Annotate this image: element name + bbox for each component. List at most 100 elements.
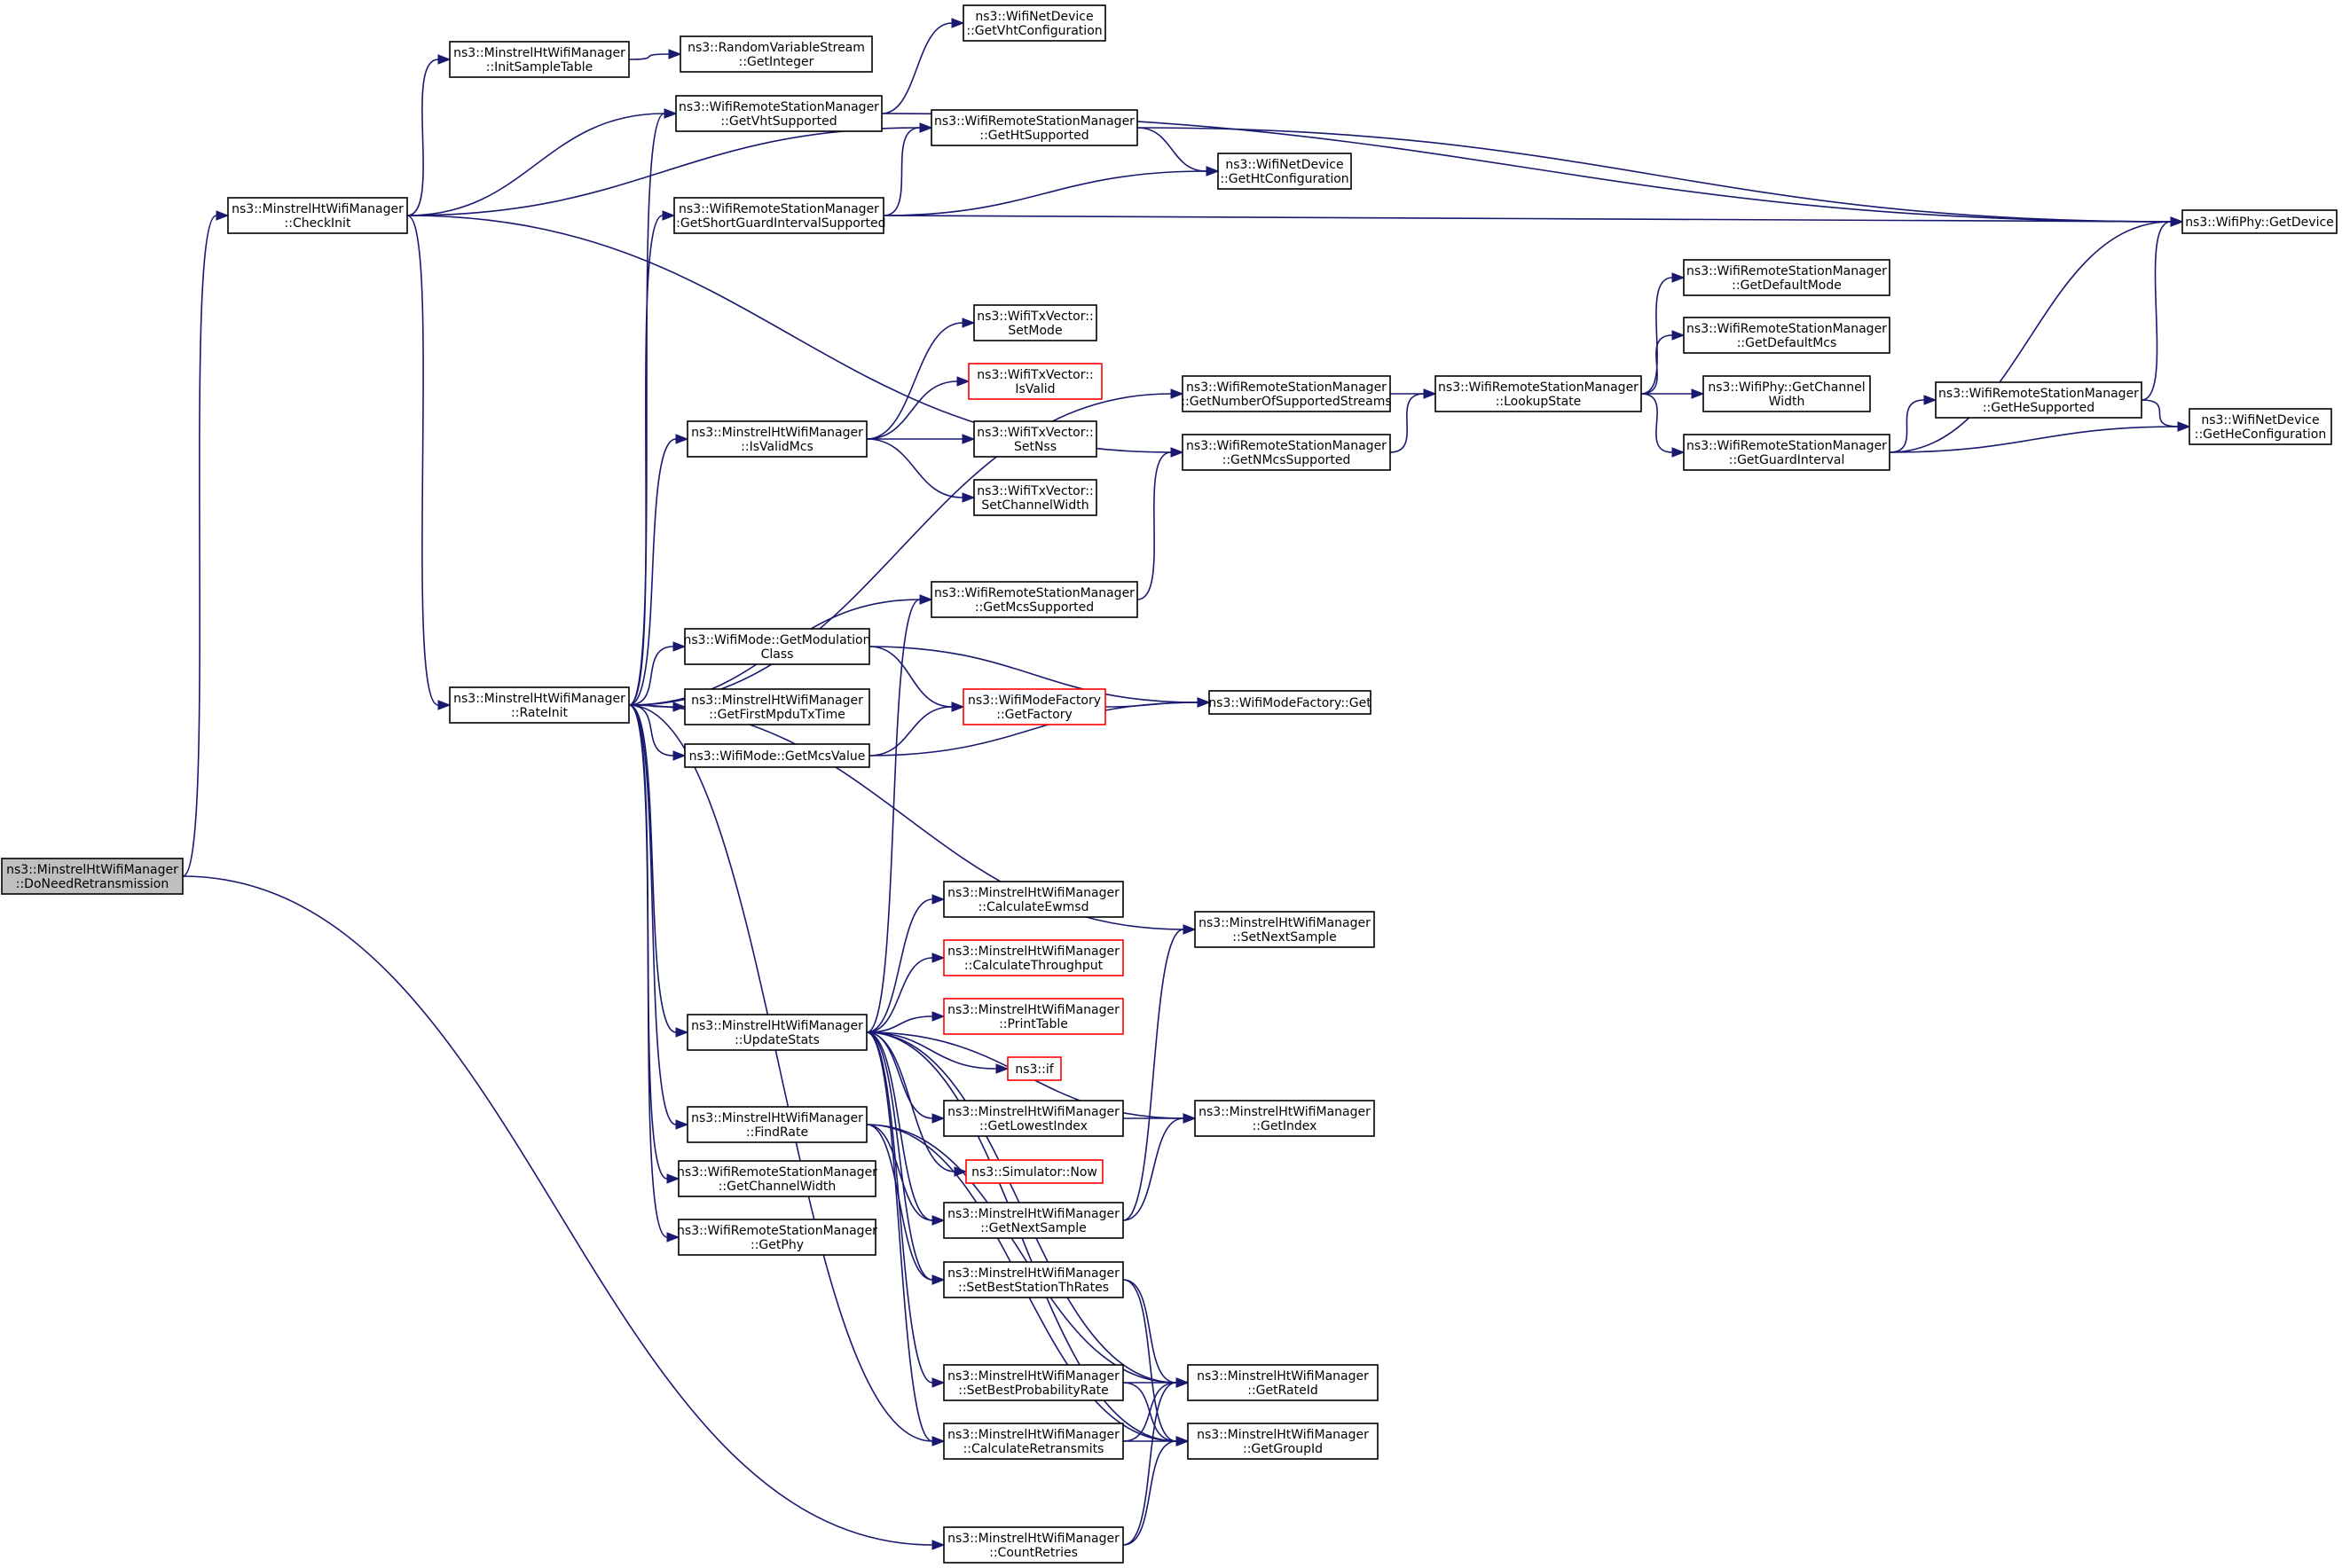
node-get-mcs-supported[interactable]: ns3::WifiRemoteStationManager::GetMcsSup… — [931, 581, 1138, 618]
edge-arrowhead — [437, 54, 452, 65]
node-factory-get[interactable]: ns3::WifiModeFactory::Get — [1208, 690, 1371, 715]
node-is-valid[interactable]: ns3::WifiTxVector::IsValid — [968, 363, 1103, 400]
node-get-channel-width[interactable]: ns3::WifiRemoteStationManager::GetChanne… — [677, 1160, 877, 1197]
node-set-best-probability-rate[interactable]: ns3::MinstrelHtWifiManager::SetBestProba… — [943, 1364, 1124, 1401]
node-get-vht-supported[interactable]: ns3::WifiRemoteStationManager::GetVhtSup… — [675, 95, 883, 132]
node-set-channel-width[interactable]: ns3::WifiTxVector::SetChannelWidth — [973, 479, 1097, 516]
node-get-ht-supported[interactable]: ns3::WifiRemoteStationManager::GetHtSupp… — [931, 109, 1138, 146]
node-get-lowest-index[interactable]: ns3::MinstrelHtWifiManager::GetLowestInd… — [943, 1100, 1124, 1137]
node-label-line: ns3::WifiTxVector:: — [977, 368, 1093, 382]
edge-line — [883, 127, 921, 216]
edge-arrowhead — [1423, 388, 1437, 399]
edge-count-retries-to-get-group-id — [1122, 1436, 1190, 1546]
edge-get-short-guard-interval-supported-to-get-ht-supported — [883, 122, 933, 216]
node-find-rate[interactable]: ns3::MinstrelHtWifiManager::FindRate — [687, 1106, 868, 1143]
node-if[interactable]: ns3::if — [1007, 1056, 1062, 1081]
node-box — [684, 628, 870, 665]
node-label-line: ::GetNMcsSupported — [1222, 453, 1351, 467]
node-box — [963, 4, 1106, 42]
node-label-line: Width — [1769, 395, 1805, 409]
node-get-first-mpdu-tx-time[interactable]: ns3::MinstrelHtWifiManager::GetFirstMpdu… — [684, 688, 870, 725]
edge-arrowhead — [675, 1027, 689, 1038]
edge-line — [866, 599, 921, 1033]
node-get-nmcs-supported[interactable]: ns3::WifiRemoteStationManager::GetNMcsSu… — [1182, 434, 1391, 471]
edge-is-valid-mcs-to-set-nss — [867, 434, 976, 444]
node-label-line: ::CheckInit — [285, 216, 351, 231]
edge-rate-init-to-get-number-of-supported-streams — [628, 388, 1184, 706]
node-get-short-guard-interval-supported[interactable]: ns3::WifiRemoteStationManager::GetShortG… — [672, 197, 886, 234]
node-get-next-sample[interactable]: ns3::MinstrelHtWifiManager::GetNextSampl… — [943, 1202, 1124, 1239]
edge-lookup-state-to-get-guard-interval — [1640, 393, 1686, 458]
node-label-line: ::LookupState — [1496, 395, 1582, 409]
edge-line — [1889, 221, 2172, 453]
node-is-valid-mcs[interactable]: ns3::MinstrelHtWifiManager::IsValidMcs — [687, 420, 868, 458]
node-box — [1182, 434, 1391, 471]
node-get-device[interactable]: ns3::WifiPhy::GetDevice — [2181, 209, 2338, 234]
node-set-mode[interactable]: ns3::WifiTxVector::SetMode — [973, 304, 1097, 341]
node-get-guard-interval[interactable]: ns3::WifiRemoteStationManager::GetGuardI… — [1683, 434, 1890, 471]
node-label-line: ns3::MinstrelHtWifiManager — [947, 886, 1120, 900]
node-get-channel-width-phy[interactable]: ns3::WifiPhy::GetChannelWidth — [1702, 375, 1871, 412]
node-calculate-ewmsd[interactable]: ns3::MinstrelHtWifiManager::CalculateEwm… — [943, 881, 1124, 918]
node-set-best-station-th-rates[interactable]: ns3::MinstrelHtWifiManager::SetBestStati… — [943, 1261, 1124, 1298]
node-set-nss[interactable]: ns3::WifiTxVector::SetNss — [973, 420, 1097, 458]
node-label-line: ns3::WifiNetDevice — [975, 10, 1093, 24]
node-calculate-retransmits[interactable]: ns3::MinstrelHtWifiManager::CalculateRet… — [943, 1423, 1124, 1460]
node-get-factory[interactable]: ns3::WifiModeFactory::GetFactory — [963, 688, 1106, 725]
edge-arrowhead — [956, 376, 971, 387]
edge-lookup-state-to-get-default-mcs — [1640, 330, 1686, 395]
edge-rate-init-to-get-mcs-value — [628, 704, 687, 761]
node-label-line: IsValid — [1015, 382, 1055, 396]
node-get-he-supported[interactable]: ns3::WifiRemoteStationManager::GetHeSupp… — [1935, 381, 2142, 419]
node-label-line: ns3::WifiRemoteStationManager — [1686, 439, 1887, 453]
node-label-line: ns3::MinstrelHtWifiManager — [947, 1105, 1120, 1119]
edge-arrowhead — [664, 108, 678, 119]
node-lookup-state[interactable]: ns3::WifiRemoteStationManager::LookupSta… — [1434, 375, 1642, 412]
node-label-line: ns3::WifiRemoteStationManager — [1186, 439, 1387, 453]
node-get-number-of-supported-streams[interactable]: ns3::WifiRemoteStationManager::GetNumber… — [1181, 375, 1392, 412]
node-now[interactable]: ns3::Simulator::Now — [965, 1159, 1104, 1184]
edge-line — [406, 215, 439, 706]
node-label-line: ::GetPhy — [751, 1238, 804, 1252]
node-print-table[interactable]: ns3::MinstrelHtWifiManager::PrintTable — [943, 998, 1124, 1035]
node-box — [1194, 1100, 1375, 1137]
edge-line — [628, 704, 668, 1238]
node-calculate-throughput[interactable]: ns3::MinstrelHtWifiManager::CalculateThr… — [943, 939, 1124, 976]
node-label-line: ::SetNextSample — [1232, 930, 1337, 945]
edge-arrowhead — [919, 122, 933, 133]
node-check-init[interactable]: ns3::MinstrelHtWifiManager::CheckInit — [227, 197, 408, 234]
node-set-next-sample[interactable]: ns3::MinstrelHtWifiManager::SetNextSampl… — [1194, 911, 1375, 948]
node-get-vht-configuration[interactable]: ns3::WifiNetDevice::GetVhtConfiguration — [963, 4, 1106, 42]
node-box — [1187, 1423, 1379, 1460]
node-box — [673, 197, 884, 234]
edge-arrowhead — [672, 641, 687, 652]
edge-arrowhead — [951, 18, 965, 28]
edge-line — [866, 898, 933, 1033]
node-update-stats[interactable]: ns3::MinstrelHtWifiManager::UpdateStats — [687, 1014, 868, 1051]
node-get-phy[interactable]: ns3::WifiRemoteStationManager::GetPhy — [677, 1219, 877, 1256]
edge-get-modulation-class-to-get-factory — [868, 646, 965, 712]
node-get-ht-configuration[interactable]: ns3::WifiNetDevice::GetHtConfiguration — [1217, 153, 1352, 190]
node-box — [943, 1202, 1124, 1239]
node-get-rate-id[interactable]: ns3::MinstrelHtWifiManager::GetRateId — [1187, 1364, 1379, 1401]
node-label-line: ns3::MinstrelHtWifiManager — [1197, 1428, 1369, 1442]
node-label-line: ns3::MinstrelHtWifiManager — [1199, 916, 1371, 930]
node-get-default-mode[interactable]: ns3::WifiRemoteStationManager::GetDefaul… — [1683, 259, 1890, 296]
node-count-retries[interactable]: ns3::MinstrelHtWifiManager::CountRetries — [943, 1526, 1124, 1564]
node-get-group-id[interactable]: ns3::MinstrelHtWifiManager::GetGroupId — [1187, 1423, 1379, 1460]
edge-rate-init-to-get-vht-supported — [628, 108, 678, 706]
node-get-he-configuration[interactable]: ns3::WifiNetDevice::GetHeConfiguration — [2189, 408, 2332, 445]
edge-arrowhead — [1170, 447, 1184, 458]
node-get-default-mcs[interactable]: ns3::WifiRemoteStationManager::GetDefaul… — [1683, 317, 1890, 354]
edge-line — [1889, 426, 2179, 453]
node-rate-init[interactable]: ns3::MinstrelHtWifiManager::RateInit — [449, 686, 630, 724]
node-get-mcs-value[interactable]: ns3::WifiMode::GetMcsValue — [684, 743, 870, 768]
node-init-sample-table[interactable]: ns3::MinstrelHtWifiManager::InitSampleTa… — [449, 41, 630, 78]
node-do-need-retransmission: ns3::MinstrelHtWifiManager::DoNeedRetran… — [1, 858, 184, 895]
edge-check-init-to-rate-init — [406, 215, 452, 710]
edge-line — [628, 704, 674, 757]
node-get-integer[interactable]: ns3::RandomVariableStream::GetInteger — [680, 35, 873, 73]
node-get-index[interactable]: ns3::MinstrelHtWifiManager::GetIndex — [1194, 1100, 1375, 1137]
node-label-line: ns3::WifiRemoteStationManager — [1438, 380, 1639, 395]
